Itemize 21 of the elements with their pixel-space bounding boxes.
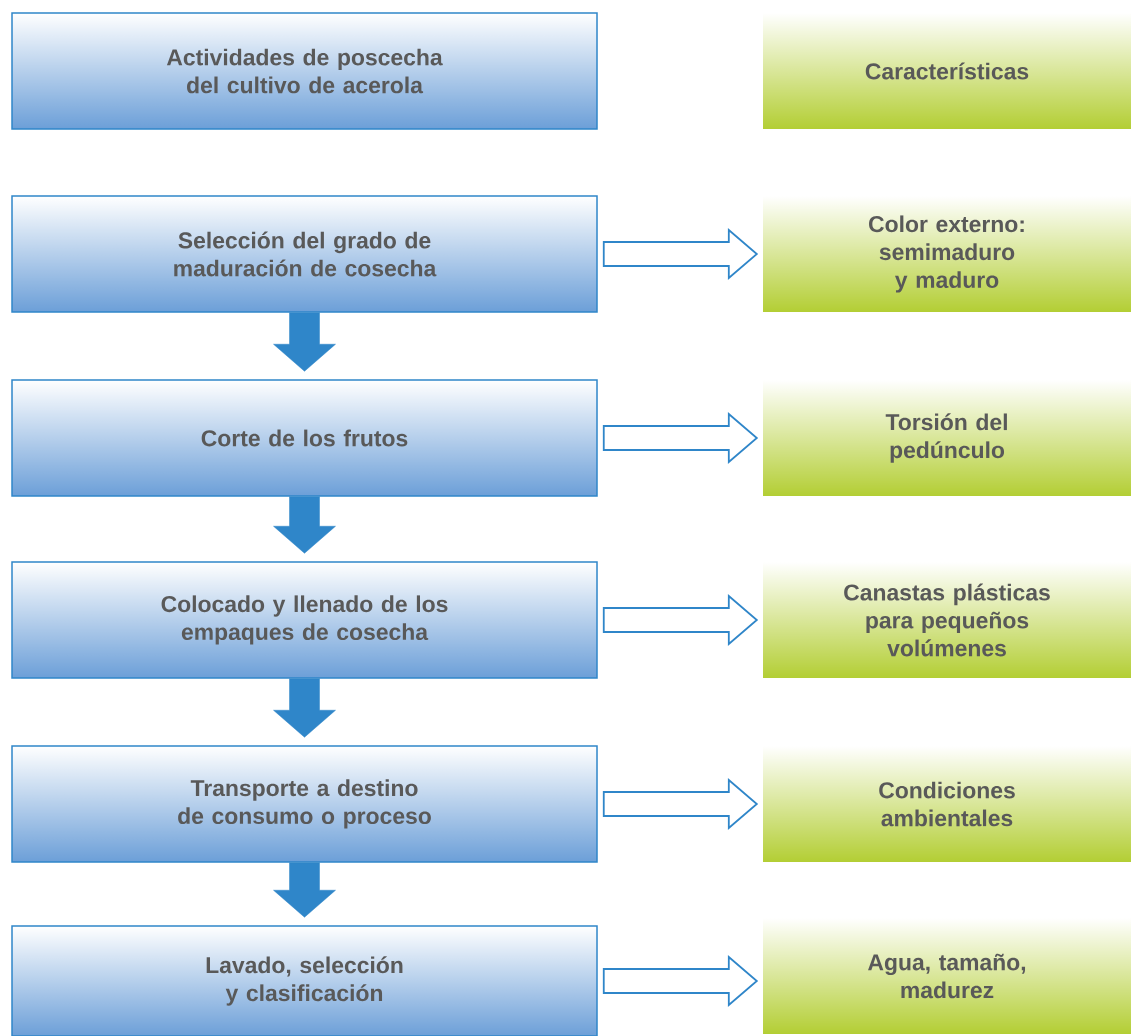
process-box: Selección del grado de maduración de cosecha: [11, 195, 598, 313]
block-arrow: [602, 594, 759, 646]
result-box: Color externo: semimaduro y maduro: [763, 196, 1131, 312]
block-arrow: [602, 778, 759, 830]
process-box: Corte de los frutos: [11, 379, 598, 497]
process-box: Actividades de poscecha del cultivo de acerola: [11, 12, 598, 130]
block-arrow: [602, 412, 759, 464]
result-box: Condiciones ambientales: [763, 746, 1131, 862]
process-box: Lavado, selección y clasificación: [11, 925, 598, 1036]
block-arrow: [273, 496, 336, 554]
process-box: Colocado y llenado de los empaques de cosecha: [11, 561, 598, 679]
result-box: Torsión del pedúnculo: [763, 380, 1131, 496]
result-box: Características: [763, 13, 1131, 129]
block-arrow: [273, 312, 336, 372]
result-box: Agua, tamaño, madurez: [763, 918, 1131, 1034]
block-arrow: [602, 228, 759, 280]
process-box: Transporte a destino de consumo o proceso: [11, 745, 598, 863]
result-box: Canastas plásticas para pequeños volúmenes: [763, 562, 1131, 678]
block-arrow: [273, 862, 336, 918]
block-arrow: [273, 678, 336, 738]
block-arrow: [602, 955, 759, 1007]
